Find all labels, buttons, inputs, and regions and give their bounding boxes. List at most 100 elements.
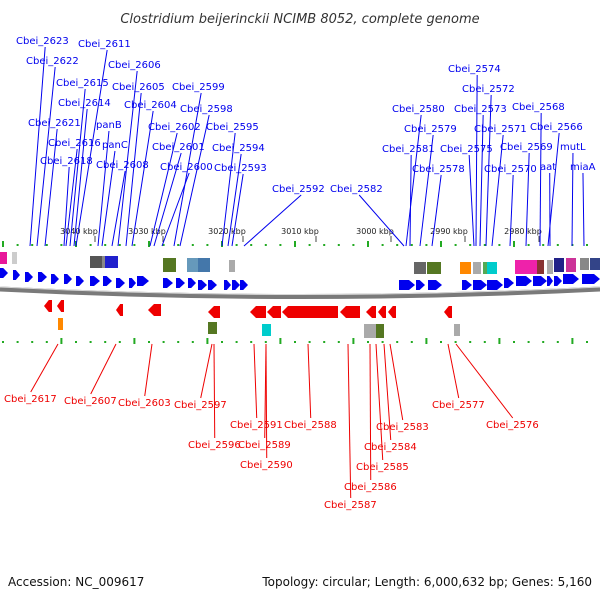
- bottom-gene-label: Cbei_2583: [376, 422, 429, 433]
- forward-gene-arrow: [0, 268, 8, 278]
- top-tick-dot: [104, 244, 107, 246]
- top-tick-dot: [337, 244, 340, 246]
- top-tick-dot: [483, 244, 486, 246]
- bottom-leader-line: [90, 343, 117, 395]
- top-tick-dot: [118, 244, 121, 246]
- reverse-gene-arrow: [340, 306, 360, 318]
- top-tick-dot: [191, 244, 194, 246]
- forward-gene-arrow: [487, 280, 503, 290]
- forward-gene-arrow: [137, 276, 149, 286]
- top-tick-dot: [396, 244, 399, 246]
- top-gene-label: Cbei_2582: [330, 184, 383, 195]
- bottom-leader-line: [383, 343, 392, 441]
- top-tick-dot: [586, 244, 588, 246]
- bottom-gene-label: Cbei_2617: [4, 394, 57, 405]
- top-gene-label: Cbei_2604: [124, 100, 177, 111]
- cog-color-box: [90, 256, 102, 268]
- forward-gene-arrow: [533, 276, 547, 286]
- bottom-gene-label: Cbei_2591: [230, 420, 283, 431]
- top-gene-label: Cbei_2593: [214, 163, 267, 174]
- top-gene-label: Cbei_2568: [512, 102, 565, 113]
- top-leader-line: [117, 70, 138, 247]
- bottom-tick-dot: [381, 341, 384, 343]
- cog-color-box: [163, 258, 176, 272]
- forward-gene-arrow: [582, 274, 600, 284]
- bottom-gene-label: Cbei_2590: [240, 460, 293, 471]
- bottom-leader-line: [347, 343, 352, 499]
- top-gene-label: Cbei_2569: [500, 142, 553, 153]
- top-tick-dot: [31, 244, 34, 246]
- bottom-tick-dot: [2, 341, 4, 343]
- top-leader-line: [111, 170, 126, 247]
- cog-color-box: [487, 262, 497, 274]
- bottom-gene-label: Cbei_2603: [118, 398, 171, 409]
- bottom-tick-dot: [294, 341, 296, 343]
- forward-gene-arrow: [563, 274, 579, 284]
- cog-color-box: [460, 262, 471, 274]
- top-gene-label: Cbei_2573: [454, 104, 507, 115]
- top-gene-label: panC: [102, 140, 128, 151]
- bottom-tick-dot: [89, 341, 92, 343]
- top-tick-dot: [133, 244, 136, 246]
- bottom-tick-dot: [45, 341, 48, 343]
- top-tick-dot: [527, 244, 530, 246]
- top-leader-line: [75, 49, 108, 247]
- bottom-leader-line: [144, 343, 153, 397]
- bottom-tick-dot: [250, 341, 253, 343]
- bottom-tick-dot: [279, 338, 282, 344]
- genome-backbone-highlight: [0, 286, 600, 295]
- top-gene-label: Cbei_2594: [212, 143, 265, 154]
- top-leader-line: [571, 152, 574, 247]
- top-leader-line: [358, 194, 405, 247]
- top-leader-line: [131, 110, 154, 247]
- top-tick-dot: [162, 244, 165, 246]
- reverse-gene-arrow: [208, 306, 220, 318]
- reverse-gene-arrow: [250, 306, 266, 318]
- top-tick-dot: [367, 241, 369, 247]
- top-gene-label: Cbei_2566: [530, 122, 583, 133]
- bottom-gene-label: Cbei_2589: [238, 440, 291, 451]
- top-leader-line: [485, 94, 492, 247]
- top-gene-label: Cbei_2600: [160, 162, 213, 173]
- bottom-tick-dot: [498, 338, 501, 344]
- top-gene-label: panB: [96, 120, 122, 131]
- forward-gene-arrow: [224, 280, 231, 290]
- bottom-gene-label: Cbei_2607: [64, 396, 117, 407]
- forward-gene-arrow: [547, 276, 553, 286]
- cog-color-box: [0, 252, 7, 264]
- top-gene-label: mutL: [560, 142, 586, 153]
- reverse-gene-arrow: [44, 300, 52, 312]
- bottom-tick-dot: [118, 341, 121, 343]
- bottom-leader-line: [389, 343, 404, 421]
- top-leader-line: [227, 153, 242, 247]
- cog-color-box: [102, 256, 106, 268]
- top-leader-line: [179, 114, 210, 247]
- bottom-tick-dot: [352, 338, 355, 344]
- bottom-tick-dot: [323, 341, 326, 343]
- top-tick-dot: [454, 244, 457, 246]
- cog-color-box: [537, 260, 544, 274]
- cog-color-box: [554, 258, 564, 272]
- forward-gene-arrow: [208, 280, 217, 290]
- top-tick-dot: [323, 244, 326, 246]
- top-tick-dot: [513, 241, 515, 247]
- top-gene-label: aat: [540, 162, 556, 173]
- bottom-tick-dot: [483, 341, 486, 343]
- top-tick-dot: [469, 244, 472, 246]
- cog-color-box: [12, 252, 17, 264]
- bottom-gene-label: Cbei_2584: [364, 442, 417, 453]
- top-gene-label: Cbei_2579: [404, 124, 457, 135]
- bottom-tick-dot: [542, 341, 545, 343]
- bottom-tick-dot: [162, 341, 165, 343]
- bottom-tick-dot: [410, 341, 413, 343]
- top-leader-line: [149, 132, 178, 247]
- cog-color-box: [590, 258, 600, 270]
- bottom-tick-dot: [75, 341, 77, 343]
- cog-color-box: [580, 258, 589, 270]
- cog-color-box: [208, 322, 217, 334]
- top-tick-dot: [279, 244, 282, 246]
- top-leader-line: [431, 174, 442, 247]
- cog-color-box: [483, 262, 488, 274]
